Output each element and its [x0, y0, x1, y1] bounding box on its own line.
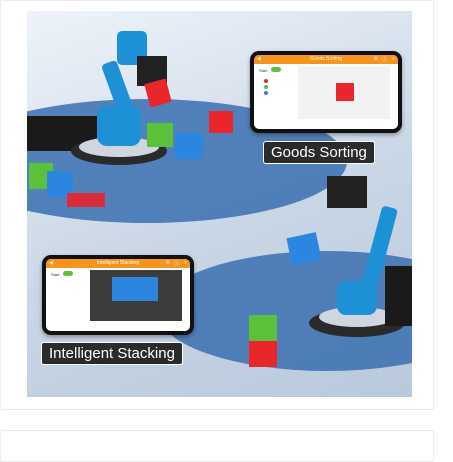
detected-blue-block — [112, 277, 158, 301]
stack-red-cube — [249, 341, 277, 367]
caption-goods-sorting: Goods Sorting — [263, 141, 375, 164]
info-icon[interactable]: ⓘ — [173, 261, 179, 267]
product-photo: ◀ Goods Sorting ⚙ ⓘ ≡ Start ◀ — [27, 11, 412, 397]
app-bar: ◀ Goods Sorting ⚙ ⓘ ≡ — [254, 55, 398, 64]
settings-icon[interactable]: ⚙ — [165, 260, 170, 266]
color-dot-green — [264, 85, 268, 89]
settings-icon[interactable]: ⚙ — [373, 56, 378, 62]
color-dot-blue — [264, 91, 268, 95]
color-dot-red — [264, 79, 268, 83]
target-red-square — [67, 193, 105, 207]
cube-red-1 — [209, 111, 233, 133]
menu-icon[interactable]: ≡ — [184, 260, 187, 266]
toggle-switch-icon[interactable] — [271, 67, 281, 72]
phone-screen: ◀ Goods Sorting ⚙ ⓘ ≡ Start — [254, 55, 398, 129]
phone-intelligent-stacking: ◀ Intelligent Stacking ⚙ ⓘ ≡ Start — [42, 255, 194, 335]
stack-green-cube — [249, 315, 277, 341]
back-arrow-icon[interactable]: ◀ — [49, 260, 53, 266]
next-card — [0, 430, 434, 462]
back-arrow-icon[interactable]: ◀ — [257, 56, 261, 62]
robot-arm-bottom — [286, 176, 412, 337]
cube-blue-1 — [175, 133, 203, 159]
app-bar-2: ◀ Intelligent Stacking ⚙ ⓘ ≡ — [46, 259, 190, 268]
info-icon[interactable]: ⓘ — [381, 57, 387, 63]
start-label-2: Start — [51, 272, 60, 277]
toggle-switch-icon[interactable] — [63, 271, 73, 276]
app-title-2: Intelligent Stacking — [97, 260, 139, 266]
caption-intelligent-stacking: Intelligent Stacking — [41, 342, 183, 365]
phone-goods-sorting: ◀ Goods Sorting ⚙ ⓘ ≡ Start — [250, 51, 402, 133]
start-label: Start — [259, 68, 268, 73]
cube-green-1 — [147, 123, 173, 147]
detected-red-block — [336, 83, 354, 101]
app-title: Goods Sorting — [310, 56, 342, 62]
product-card: ◀ Goods Sorting ⚙ ⓘ ≡ Start ◀ — [0, 0, 434, 410]
phone-screen-2: ◀ Intelligent Stacking ⚙ ⓘ ≡ Start — [46, 259, 190, 331]
robot-arm-top — [27, 31, 172, 165]
cube-blue-2 — [47, 171, 73, 197]
scene-illustration — [27, 31, 412, 371]
menu-icon[interactable]: ≡ — [392, 56, 395, 62]
